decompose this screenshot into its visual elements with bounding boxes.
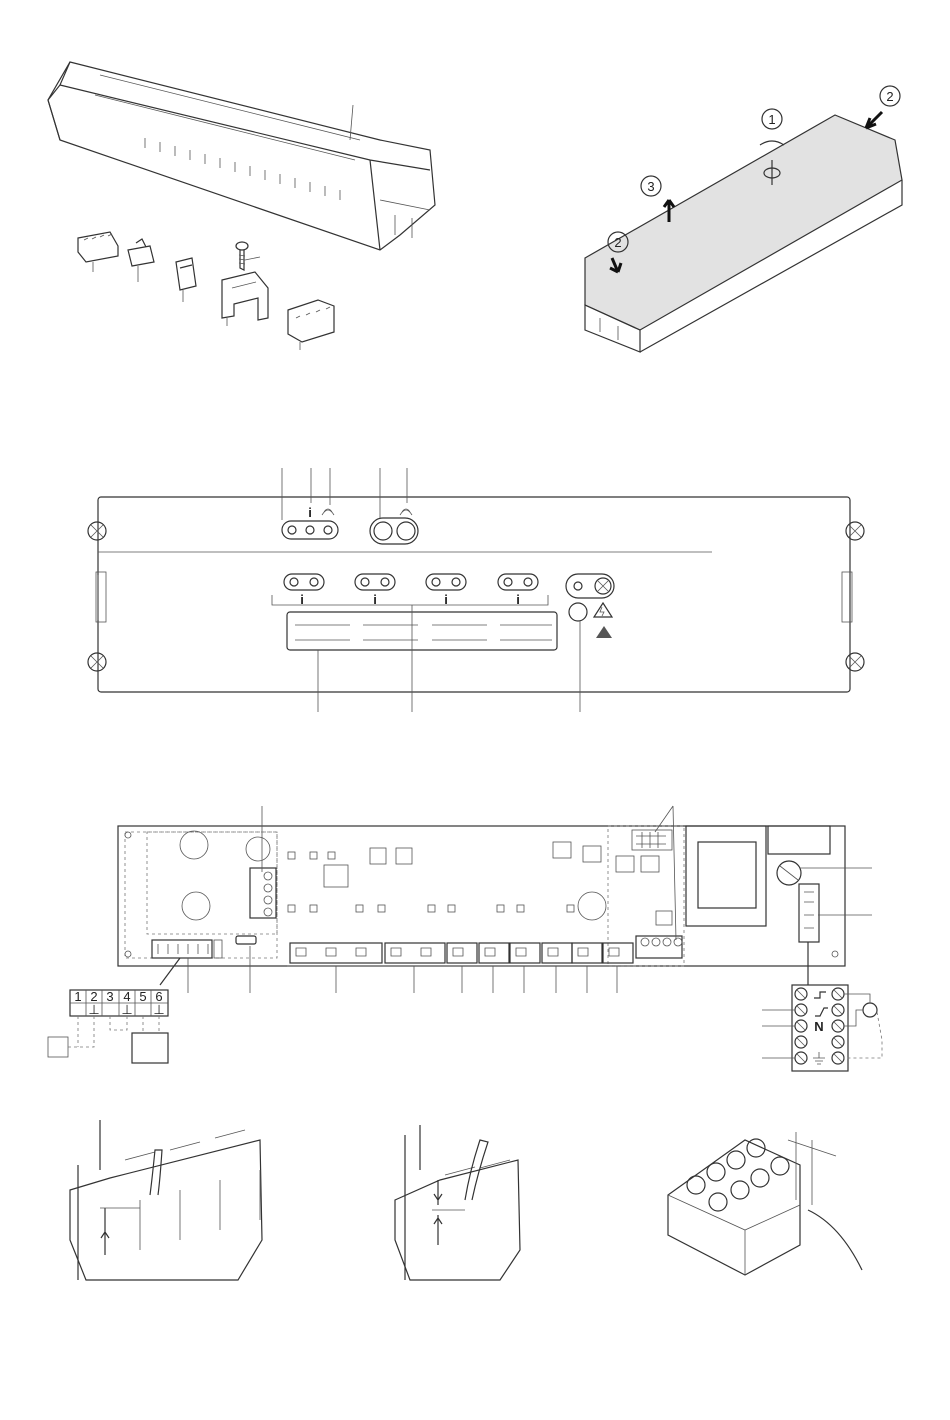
front-panel [96, 497, 852, 692]
accessory-cable-guide [222, 272, 268, 326]
fuse-area [566, 574, 614, 638]
ground-icon: ⊥ [153, 1002, 164, 1017]
rotate-arrow-icon [760, 141, 784, 145]
housing-vents [145, 138, 340, 200]
screw-icon [88, 653, 106, 671]
screw-icon [846, 522, 864, 540]
output-terminals [287, 943, 633, 966]
antenna-icon [322, 509, 334, 515]
antenna-icon [400, 509, 412, 515]
svg-text:3: 3 [106, 989, 113, 1004]
zone-label-field [287, 612, 557, 650]
accessory-small-plug [128, 239, 154, 282]
wiring-detail-left [70, 1120, 262, 1280]
step-marker-lift: 3 [641, 176, 674, 222]
wiring-detail-middle [395, 1125, 520, 1280]
status-leds-top: i [282, 505, 338, 539]
panel-screws [88, 522, 864, 671]
svg-text:1: 1 [74, 989, 81, 1004]
esd-icon [596, 626, 612, 638]
cover-removal-illustration [585, 115, 902, 352]
pairing-buttons [370, 509, 418, 544]
zone-leds: i i i i [272, 574, 548, 607]
callout-line [350, 105, 353, 140]
ground-icon: ⊥ [121, 1002, 132, 1017]
terminal-strip-1-6: 1 2 3 4 5 6 ⊥ ⊥ ⊥ [48, 989, 168, 1063]
svg-text:N: N [814, 1019, 823, 1034]
ground-icon [813, 1052, 825, 1064]
svg-text:2: 2 [886, 89, 893, 104]
screw-icon [846, 653, 864, 671]
info-icon: i [373, 592, 377, 607]
controller-housing [48, 62, 435, 250]
info-icon: i [308, 505, 312, 520]
relay-icon [814, 992, 826, 998]
info-icon: i [516, 592, 520, 607]
ground-icon: ⊥ [88, 1002, 99, 1017]
accessory-clip [176, 258, 196, 302]
warning-icon [594, 603, 612, 617]
svg-text:2: 2 [614, 235, 621, 250]
accessory-terminal-plug [288, 300, 334, 350]
arrow-icon [866, 112, 882, 128]
accessory-bridge-connector [78, 232, 118, 272]
info-icon: i [300, 592, 304, 607]
wiring-detail-plug [668, 1132, 862, 1275]
svg-text:1: 1 [768, 112, 775, 127]
pcb-callout-lines [160, 806, 872, 993]
mains-terminal-block: N [762, 985, 882, 1071]
svg-text:5: 5 [139, 989, 146, 1004]
pcb-board [118, 826, 845, 966]
svg-text:3: 3 [647, 179, 654, 194]
screw-icon [88, 522, 106, 540]
screw-icon [236, 242, 260, 270]
info-icon: i [444, 592, 448, 607]
step-marker-press-right: 2 [866, 86, 900, 128]
step-marker-rotate: 1 [760, 109, 784, 145]
